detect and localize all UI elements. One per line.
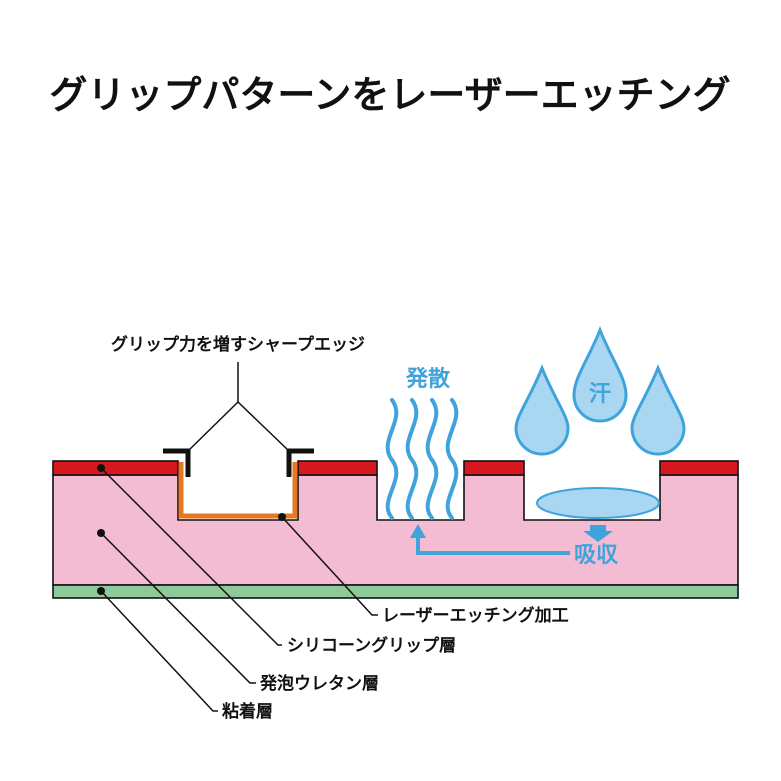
adhesive-layer <box>52 584 739 599</box>
silicone-grip-segment <box>659 460 739 476</box>
sharp-edge-leader-fork <box>187 400 290 452</box>
evaporation-wave <box>445 398 459 520</box>
absorption-flow-line <box>416 536 570 555</box>
laser-etching-label: レーザーエッチング加工 <box>382 605 569 626</box>
silicone-grip-segment <box>52 460 179 476</box>
page-title: グリップパターンをレーザーエッチング <box>49 73 730 117</box>
silicone-layer-leader <box>100 467 282 646</box>
evaporation-wave <box>385 398 399 520</box>
absorption-down-arrow-icon <box>583 525 613 542</box>
sweat-drop-icon <box>630 363 686 456</box>
absorption-up-arrow-icon <box>410 524 426 538</box>
sweat-drops <box>514 325 686 456</box>
foam-layer-label: 発泡ウレタン層 <box>259 673 379 694</box>
silicone-grip-segment <box>463 460 525 476</box>
laser-etched-groove-line <box>178 462 298 519</box>
adhesive-layer-leader <box>100 590 218 712</box>
evaporation-wave <box>405 398 419 520</box>
absorbed-sweat-puddle <box>536 487 660 519</box>
silicone-grip-segment <box>297 460 378 476</box>
adhesive-layer-label: 粘着層 <box>222 701 273 722</box>
evaporation-waves <box>385 398 459 520</box>
laser-etching-leader <box>281 516 378 616</box>
sharp-edge-label: グリップ力を増すシャープエッジ <box>111 334 365 355</box>
evaporation-label: 発散 <box>405 367 451 392</box>
sweat-drop-icon <box>514 363 570 456</box>
sweat-label: 汗 <box>589 382 611 407</box>
foam-layer-leader <box>100 532 256 684</box>
sweat-drop-icon <box>572 325 628 423</box>
silicone-layer-label: シリコーングリップ層 <box>287 635 456 656</box>
evaporation-wave <box>425 398 439 520</box>
absorption-label: 吸収 <box>574 543 619 568</box>
layer-leader-lines <box>100 467 378 712</box>
